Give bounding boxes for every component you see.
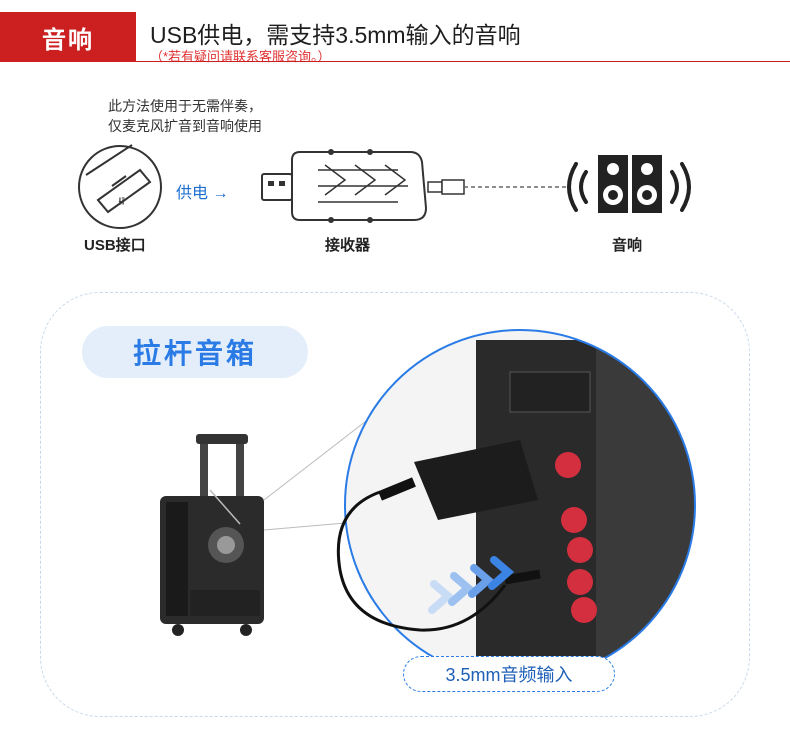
method-line-2: 仅麦克风扩音到音响使用 [108, 118, 262, 134]
receiver-label: 接收器 [325, 237, 371, 254]
section-note: （*若有疑问请联系客服咨询。） [150, 49, 331, 64]
audio-jack-icon [427, 179, 568, 195]
audio-input-label: 3.5mm音频输入 [403, 656, 615, 692]
usb-port-icon: ⭿ [78, 144, 162, 229]
method-description: 此方法使用于无需伴奏， 仅麦克风扩音到音响使用 [108, 96, 262, 136]
svg-text:⭿: ⭿ [118, 195, 125, 208]
speaker-icon [567, 155, 691, 213]
header-divider [136, 61, 790, 62]
connection-diagram: ⭿ [78, 144, 691, 229]
section-badge: 音响 [0, 12, 136, 62]
signal-arrows-icon [428, 556, 515, 614]
section-title: USB供电，需支持3.5mm输入的音响 [150, 22, 521, 48]
power-arrow-label: 供电 → [176, 185, 229, 202]
trolley-speaker-image [160, 434, 264, 636]
trolley-speaker-title: 拉杆音箱 [82, 326, 308, 378]
receiver-icon [291, 149, 428, 223]
usb-port-label: USB接口 [84, 237, 146, 254]
zoom-detail [345, 330, 695, 680]
speaker-label: 音响 [612, 237, 643, 254]
method-line-1: 此方法使用于无需伴奏， [108, 98, 262, 114]
